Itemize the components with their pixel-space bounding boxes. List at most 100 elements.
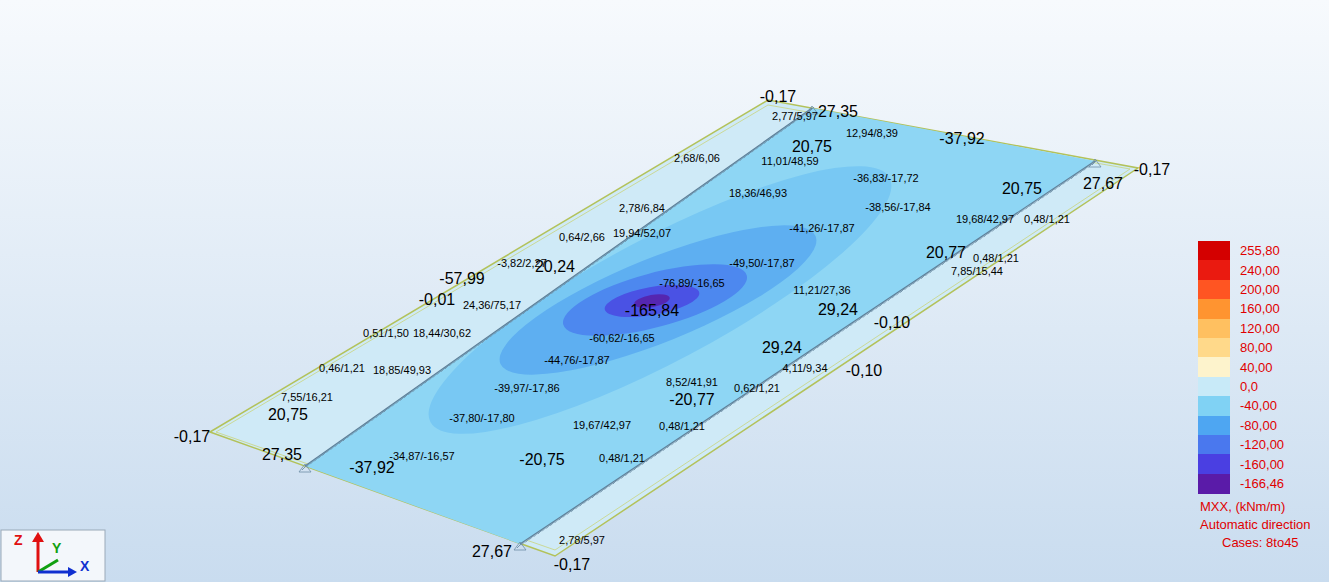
contour-band [556,249,754,350]
legend-caption: MXX, (kNm/m) [1200,500,1285,513]
support-hatch [384,407,389,412]
support-hatch [678,199,683,204]
x-arrowhead [68,567,77,577]
support-hatch [425,378,430,383]
legend-swatch [1198,241,1230,261]
support-symbol [299,464,311,472]
support-hatch [482,338,487,343]
support-hatch [1017,210,1022,215]
legend-swatch [1198,396,1230,416]
support-hatch [592,260,597,265]
support-hatch [498,326,503,331]
support-hatch [400,396,405,401]
support-hatch [659,449,664,454]
support-hatch [909,282,914,287]
support-hatch [738,396,743,401]
support-hatch [760,142,765,147]
support-hatch [453,358,458,363]
support-hatch [723,168,728,173]
moment-value: 20,75 [268,407,308,423]
support-hatch [519,312,524,317]
support-hatch [575,504,580,509]
support-hatch [542,526,547,531]
moment-value: 20,77 [926,245,966,261]
moment-value: 27,67 [1083,176,1123,192]
z-axis [37,540,40,572]
support-hatch [559,515,564,520]
support-hatch [339,439,344,444]
support-hatch [609,248,614,253]
support-hatch [930,268,935,273]
support-hatch [449,361,454,366]
support-hatch [372,416,377,421]
legend-value: 240,00 [1240,264,1280,277]
support-hatch [675,438,680,443]
moment-value: -20,77 [669,392,714,408]
support-hatch [703,182,708,187]
support-hatch [534,532,539,537]
moment-value: -0,17 [554,557,590,573]
moment-value: -165,84 [625,303,679,319]
moment-value: 2,68/6,06 [674,153,720,164]
support-hatch [863,313,868,318]
legend-swatch [1198,338,1230,358]
support-hatch [525,537,530,542]
moment-value: 18,36/46,93 [729,188,787,199]
support-hatch [318,453,323,458]
support-hatch [530,535,535,540]
support-hatch [846,324,851,329]
moment-value: -20,75 [519,452,564,468]
support-hatch [682,197,687,202]
moment-value: 18,85/49,93 [373,365,431,376]
support-hatch [437,370,442,375]
support-hatch [571,507,576,512]
support-hatch [721,407,726,412]
moment-value: -39,97/-17,86 [494,383,559,394]
support-hatch [355,427,360,432]
support-hatch [404,393,409,398]
support-hatch [588,263,593,268]
support-hatch [896,290,901,295]
support-hatch [992,227,997,232]
legend-value: -166,46 [1240,477,1284,490]
contour-band [401,123,918,477]
legend-value: 0,0 [1240,380,1258,393]
span-region [305,108,1095,544]
legend-swatch [1198,260,1230,280]
support-hatch [314,456,319,461]
support-hatch [892,293,897,298]
support-hatch [605,251,610,256]
support-hatch [470,347,475,352]
support-hatch [634,465,639,470]
moment-value: 20,75 [792,139,832,155]
support-hatch [605,485,610,490]
support-hatch [871,307,876,312]
support-hatch [821,340,826,345]
slab-outline [210,100,1138,556]
support-hatch [654,217,659,222]
support-hatch [535,300,540,305]
contour-band [485,197,832,402]
support-hatch [580,269,585,274]
support-hatch [971,240,976,245]
support-hatch [813,346,818,351]
legend-value: -120,00 [1240,438,1284,451]
support-hatch [596,490,601,495]
moment-value: -36,83/-17,72 [853,173,918,184]
support-hatch [768,136,773,141]
support-hatch [630,468,635,473]
moment-value: 27,35 [262,447,302,463]
moment-value: 11,01/48,59 [761,156,818,167]
support-hatch [613,246,618,251]
moment-value: 20,24 [535,259,575,275]
support-hatch [617,243,622,248]
support-hatch [756,145,761,150]
support-hatch [613,479,618,484]
support-hatch [539,298,544,303]
support-hatch [780,127,785,132]
support-hatch [655,451,660,456]
moment-value: 19,68/42,97 [956,214,1014,225]
moment-value: 0,48/1,21 [599,453,645,464]
legend-value: 160,00 [1240,302,1280,315]
support-hatch [725,404,730,409]
